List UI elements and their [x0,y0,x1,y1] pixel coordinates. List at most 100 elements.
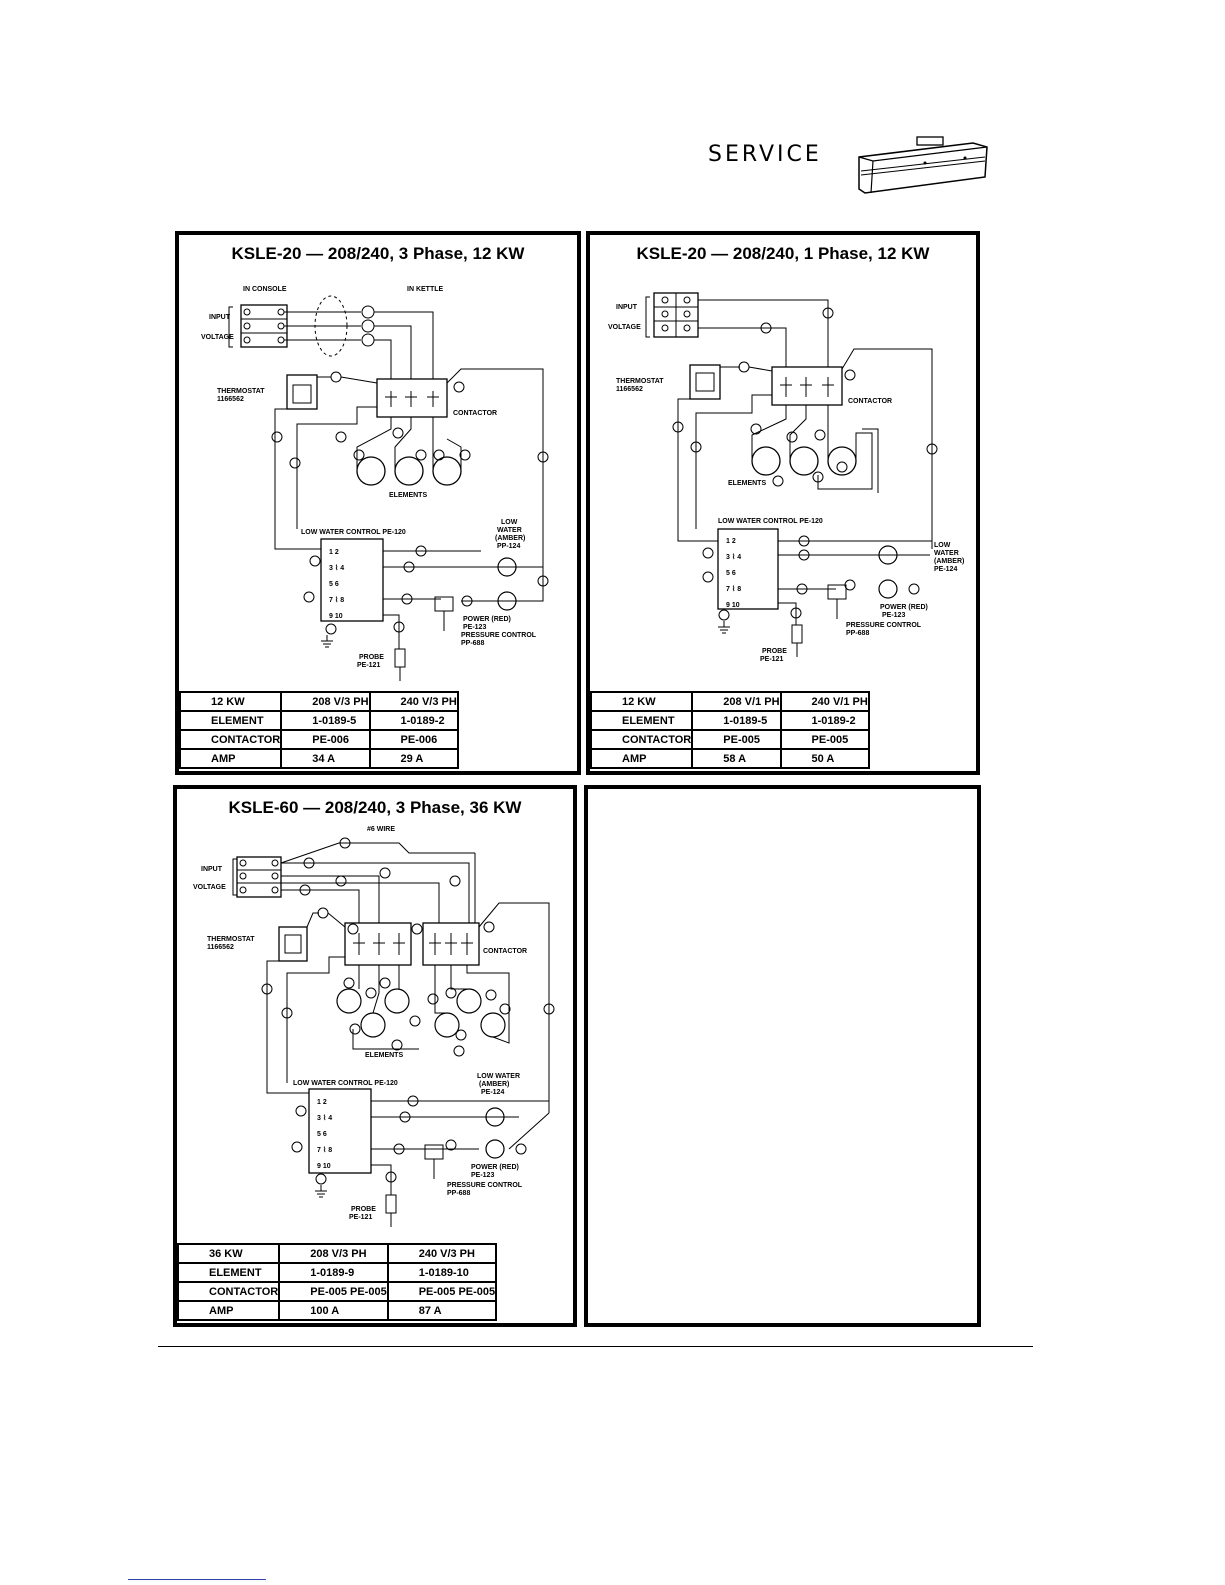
panel-ksle60-3phase: KSLE-60 — 208/240, 3 Phase, 36 KW #6 WIR… [173,785,577,1327]
label-low-water-2: WATER [497,527,522,534]
table-cell: 208 V/1 PH [691,691,782,712]
label-amber-part: PP-124 [497,543,520,550]
table-cell: AMP [176,1300,281,1321]
label-probe-part: PE-121 [357,662,380,669]
terminal-label: 9 10 [317,1163,331,1170]
label-power-part: PE-123 [463,624,486,631]
label-input: INPUT [616,304,638,311]
label-low-water: LOW [501,519,518,526]
table-cell: ELEMENT [178,710,283,731]
label-wire: #6 WIRE [367,826,395,833]
table-cell: 240 V/1 PH [779,691,870,712]
label-probe: PROBE [762,648,787,655]
terminal-label: 7 ⌇ 8 [726,585,741,593]
table-cell: PE-005 PE-005 [386,1281,498,1302]
terminal-label: 1 2 [726,538,736,545]
label-low-water-control: LOW WATER CONTROL PE-120 [718,518,823,525]
table-cell: 50 A [779,748,870,769]
label-contactor: CONTACTOR [453,410,497,417]
label-probe: PROBE [359,654,384,661]
label-elements: ELEMENTS [728,480,766,487]
table-cell: 58 A [691,748,782,769]
service-label: SERVICE [708,142,822,167]
label-thermostat: THERMOSTAT [217,388,265,395]
label-amber: (AMBER) [934,558,964,565]
label-amber-part: PE-124 [481,1089,504,1096]
terminal-label: 5 6 [329,581,339,588]
label-low-water: LOW WATER [477,1073,520,1080]
label-low-water-control: LOW WATER CONTROL PE-120 [293,1080,398,1087]
label-power-red: POWER (RED) [880,604,928,611]
label-in-console: IN CONSOLE [243,286,287,293]
label-probe-part: PE-121 [760,656,783,663]
table-cell: CONTACTOR [178,729,283,750]
table-cell: 34 A [280,748,371,769]
label-thermostat: THERMOSTAT [207,936,255,943]
label-power-part: PE-123 [471,1172,494,1179]
label-input: INPUT [209,314,231,321]
table-cell: ELEMENT [176,1262,281,1283]
label-power-red: POWER (RED) [471,1164,519,1171]
table-cell: 1-0189-2 [779,710,870,731]
label-low-water-control: LOW WATER CONTROL PE-120 [301,529,406,536]
table-cell: 87 A [386,1300,498,1321]
table-cell: 36 KW [176,1243,281,1264]
terminal-label: 1 2 [329,549,339,556]
table-cell: 1-0189-10 [386,1262,498,1283]
table-cell: 208 V/3 PH [280,691,371,712]
toolbox-icon [855,135,990,202]
label-low-water-2: WATER [934,550,959,557]
label-amber: (AMBER) [479,1081,509,1088]
terminal-label: 7 ⌇ 8 [329,596,344,604]
terminal-label: 7 ⌇ 8 [317,1146,332,1154]
panel-ksle20-3phase: KSLE-20 — 208/240, 3 Phase, 12 KW IN CON… [175,231,581,775]
table-cell: PE-005 [691,729,782,750]
label-pressure-part: PP-688 [846,630,869,637]
label-power-red: POWER (RED) [463,616,511,623]
table-cell: CONTACTOR [589,729,694,750]
table-cell: PE-005 [779,729,870,750]
terminal-label: 3 ⌇ 4 [317,1114,332,1122]
table-cell: 1-0189-5 [691,710,782,731]
panel-empty [584,785,981,1327]
table-cell: 240 V/3 PH [386,1243,498,1264]
label-voltage: VOLTAGE [201,334,234,341]
bottom-link-underline [128,1579,266,1580]
label-in-kettle: IN KETTLE [407,286,443,293]
label-amber: (AMBER) [495,535,525,542]
table-cell: CONTACTOR [176,1281,281,1302]
table-cell: PE-006 [280,729,371,750]
wiring-diagram: IN CONSOLE IN KETTLE INPUT VOLTAGE CONTA… [201,286,549,681]
table-cell: PE-005 PE-005 [278,1281,389,1302]
label-pressure-control: PRESSURE CONTROL [461,632,537,639]
table-cell: 29 A [368,748,459,769]
table-cell: 12 KW [178,691,283,712]
panel-title: KSLE-20 — 208/240, 3 Phase, 12 KW [231,244,525,263]
table-cell: PE-006 [368,729,459,750]
table-cell: 1-0189-9 [278,1262,389,1283]
table-cell: AMP [178,748,283,769]
table-cell: 240 V/3 PH [368,691,459,712]
label-pressure-control: PRESSURE CONTROL [846,622,922,629]
label-contactor: CONTACTOR [848,398,892,405]
footer-rule [158,1346,1033,1347]
label-thermostat-number: 1166562 [616,386,643,393]
label-voltage: VOLTAGE [608,324,641,331]
label-input: INPUT [201,866,223,873]
terminal-label: 3 ⌇ 4 [726,553,741,561]
panel-title: KSLE-20 — 208/240, 1 Phase, 12 KW [636,244,930,263]
label-contactor: CONTACTOR [483,948,527,955]
label-thermostat: THERMOSTAT [616,378,664,385]
label-thermostat-number: 1166562 [207,944,234,951]
table-cell: 1-0189-2 [368,710,459,731]
table-cell: 100 A [278,1300,389,1321]
